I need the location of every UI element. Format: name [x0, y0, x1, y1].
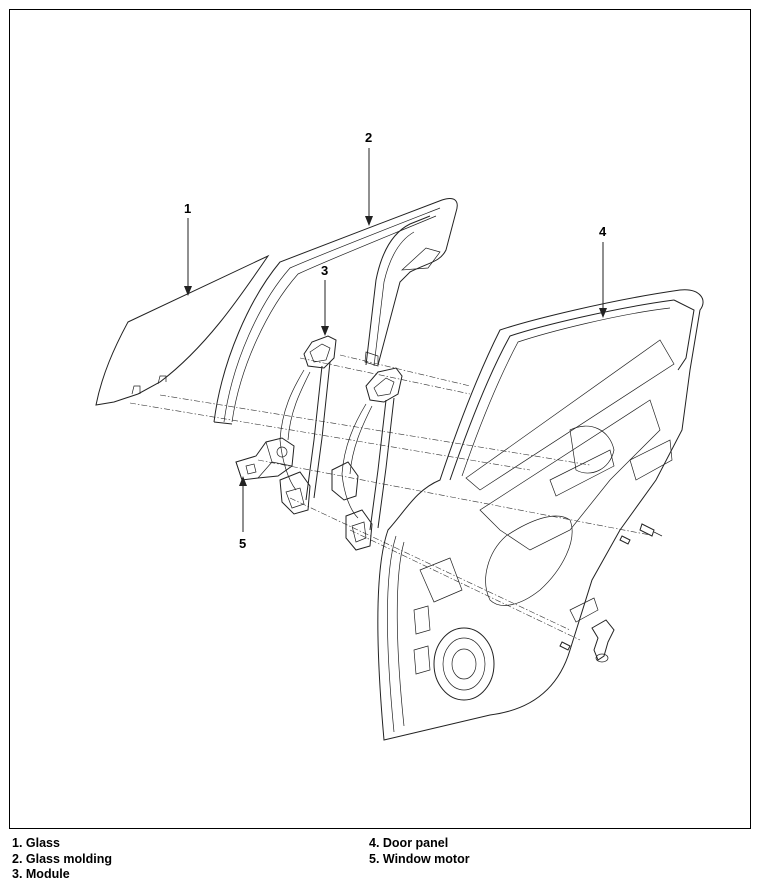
- callout-4: 4: [599, 224, 607, 239]
- diagram-frame: 1 2 3 4 5: [9, 9, 751, 829]
- callout-3: 3: [321, 263, 328, 278]
- legend-column-left: 1. Glass 2. Glass molding 3. Module: [12, 836, 112, 883]
- callout-1: 1: [184, 201, 191, 216]
- legend-item-door-panel: 4. Door panel: [369, 836, 449, 850]
- callout-2: 2: [365, 130, 372, 145]
- legend-item-glass-molding: 2. Glass molding: [12, 851, 113, 866]
- leader-lines: [184, 148, 607, 532]
- window-motor-part: [235, 437, 295, 481]
- glass-molding-part: [213, 198, 458, 425]
- module-part: [279, 335, 403, 551]
- callout-5: 5: [239, 536, 246, 551]
- door-panel-part: [377, 289, 704, 741]
- parts-legend: 1. Glass 2. Glass molding 3. Module 4. D…: [12, 836, 752, 888]
- exploded-door-diagram: 1 2 3 4 5: [95, 130, 704, 741]
- legend-column-right: 4. Door panel 5. Window motor: [369, 836, 470, 867]
- hardware-parts: [559, 523, 663, 663]
- glass-part: [95, 254, 270, 406]
- legend-item-module: 3. Module: [12, 867, 70, 881]
- legend-item-window-motor: 5. Window motor: [369, 851, 470, 866]
- assembly-guide-lines: [129, 354, 651, 641]
- legend-item-glass: 1. Glass: [12, 836, 60, 850]
